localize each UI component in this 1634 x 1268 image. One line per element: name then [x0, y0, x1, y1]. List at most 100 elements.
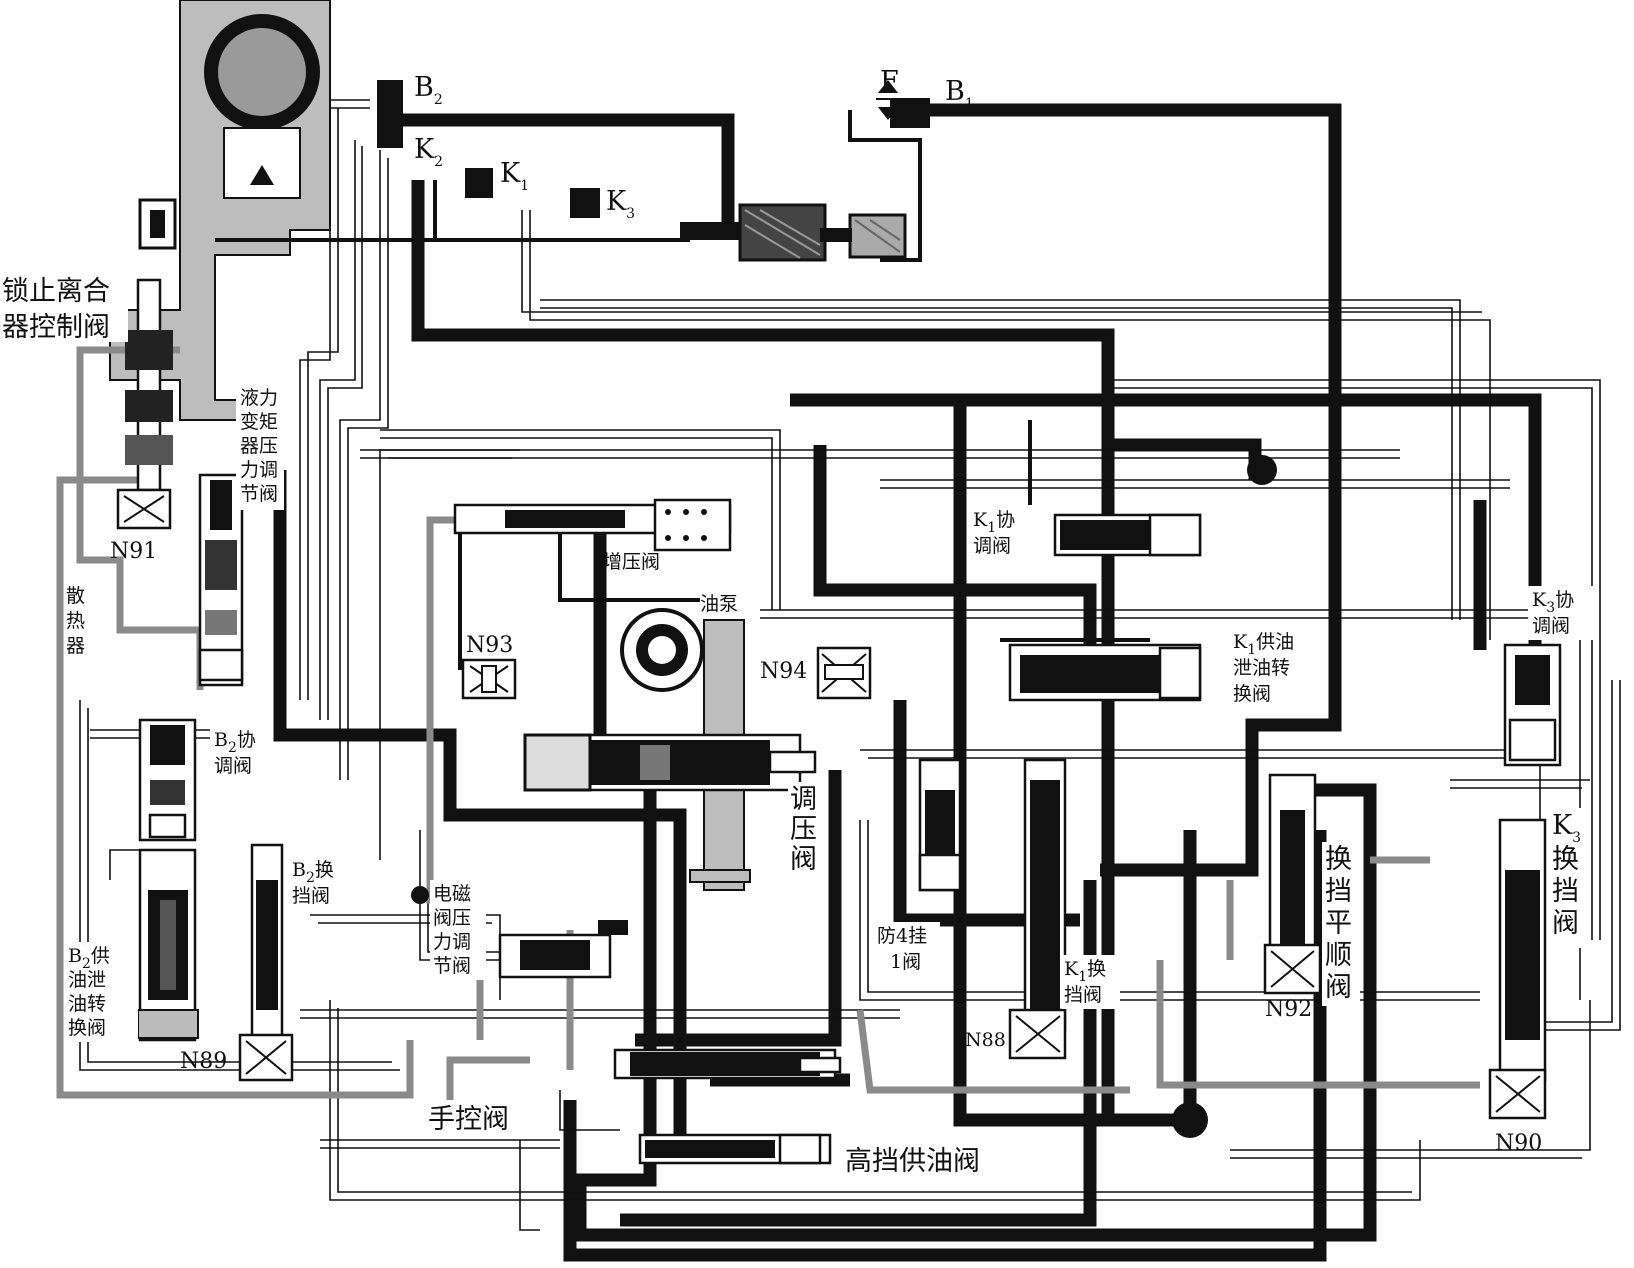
svg-text:B1: B1: [945, 76, 974, 112]
label-solenoid-reg-2: 阀压: [433, 907, 471, 929]
label-n92: N92: [1265, 997, 1312, 1022]
label-regulator-1: 调: [790, 784, 817, 815]
k1-shift-valve: [1008, 758, 1067, 1060]
b2-supply-valve: [137, 848, 199, 1042]
k3-coordination-valve: [1503, 643, 1562, 767]
label-tc-pressure-2: 变矩: [240, 411, 278, 433]
check-ball-icon: [411, 886, 429, 904]
label-k3-shift: K: [1552, 810, 1573, 841]
torque-converter: [109, 0, 331, 421]
svg-text:K1: K1: [500, 158, 529, 194]
label-shift-smooth-2: 挡: [1325, 876, 1352, 907]
k3-shift-valve: [1488, 818, 1547, 1120]
regulator-valve: [523, 733, 817, 792]
label-k1-coord: K: [973, 509, 988, 531]
label-b2-supply: B: [68, 945, 82, 967]
label-lockup-line1: 锁止离合: [2, 276, 110, 307]
label-b2-shift: B: [292, 859, 306, 881]
label-n93: N93: [466, 633, 513, 658]
label-b2-supply-2: 油泄: [68, 969, 106, 991]
label-k3-shift-3: 挡: [1552, 876, 1579, 907]
svg-text:K1供油: K1供油: [1233, 631, 1294, 658]
label-tc-pressure-5: 节阀: [240, 483, 278, 505]
label-b2-supply-4: 换阀: [68, 1017, 106, 1039]
anti-shift-valve: [918, 758, 962, 892]
b2-shift-valve: [238, 843, 294, 1082]
label-n91: N91: [110, 539, 157, 564]
k1-coordination-valve: [1053, 455, 1277, 557]
svg-text:B2供: B2供: [68, 945, 110, 972]
b2-coordination-valve: [138, 718, 197, 842]
label-b2-shift-2: 挡阀: [292, 885, 330, 907]
k1-supply-valve: [1008, 643, 1202, 702]
label-regulator-2: 压: [790, 814, 817, 845]
shift-smoothing-valve: [1263, 773, 1322, 995]
label-regulator-3: 阀: [790, 844, 817, 875]
label-b2-coord-2: 调阀: [214, 755, 252, 777]
label-tc-pressure-4: 力调: [240, 459, 278, 481]
svg-text:B2换: B2换: [292, 859, 334, 886]
manual-valve: [613, 1048, 842, 1080]
label-manual-valve: 手控阀: [428, 1104, 509, 1135]
svg-text:K3协: K3协: [1532, 589, 1574, 616]
label-shift-smooth-5: 阀: [1325, 972, 1352, 1003]
labels: B2 K2 K1 K3 F B1 锁止离合 器控制阀 液力 变矩 器压 力调 节…: [0, 66, 1594, 1178]
label-tc-pressure-1: 液力: [240, 387, 278, 409]
label-b2-supply-3: 油转: [68, 993, 106, 1015]
thin-passages: [79, 99, 1621, 1231]
label-cooler-1: 散: [66, 585, 85, 607]
label-k1: K: [500, 158, 521, 189]
label-n94: N94: [760, 659, 807, 684]
secondary-lines: [215, 110, 1150, 670]
b1-brake: [890, 98, 930, 128]
label-k3: K: [606, 186, 627, 217]
label-n89: N89: [180, 1049, 227, 1074]
clutch-elements: [377, 80, 930, 262]
svg-text:K3: K3: [1552, 810, 1581, 846]
label-n88: N88: [965, 1029, 1006, 1051]
label-f: F: [880, 66, 899, 97]
label-k1-supply-2: 泄油转: [1233, 657, 1290, 679]
svg-text:B2协: B2协: [214, 729, 256, 756]
svg-text:B2: B2: [414, 72, 443, 108]
label-cooler-3: 器: [66, 635, 85, 657]
label-b2: B: [414, 72, 434, 103]
k1-clutch: [465, 168, 493, 198]
label-k1-supply-3: 换阀: [1233, 683, 1271, 705]
svg-text:K2: K2: [414, 134, 443, 170]
label-high-gear-valve: 高挡供油阀: [845, 1146, 980, 1177]
b2-brake: [377, 80, 403, 148]
svg-text:K1换: K1换: [1064, 958, 1106, 985]
k3-clutch: [570, 188, 600, 218]
label-boost-valve: 增压阀: [603, 551, 660, 573]
label-k1-shift-2: 挡阀: [1064, 984, 1102, 1006]
tc-pressure-valve: [198, 473, 244, 687]
label-anti-shift-2: 1阀: [890, 951, 921, 973]
label-cooler-2: 热: [66, 610, 85, 632]
label-shift-smooth-3: 平: [1325, 908, 1352, 939]
label-k3-shift-2: 换: [1552, 844, 1579, 875]
label-k1-coord-2: 调阀: [973, 535, 1011, 557]
label-k3-shift-4: 阀: [1552, 908, 1579, 939]
svg-text:K1协: K1协: [973, 509, 1015, 536]
label-k1-shift: K: [1064, 958, 1079, 980]
label-shift-smooth-4: 顺: [1325, 940, 1352, 971]
label-k3-coord: K: [1532, 589, 1547, 611]
freewheel-f-arrow-icon: [878, 80, 898, 93]
label-k1-supply: K: [1233, 631, 1248, 653]
high-gear-supply-valve: [638, 1133, 832, 1165]
label-solenoid-reg-4: 节阀: [433, 955, 471, 977]
label-b2-coord: B: [214, 729, 228, 751]
label-k2: K: [414, 134, 435, 165]
label-lockup-line2: 器控制阀: [2, 312, 110, 343]
accumulator-icon: [1247, 455, 1277, 485]
turbine-arrow-icon: [250, 165, 274, 185]
n93-solenoid: [461, 658, 517, 700]
label-shift-smooth-1: 换: [1325, 844, 1352, 875]
accumulator-ball-icon: [1172, 1102, 1208, 1138]
label-k3-coord-2: 调阀: [1532, 615, 1570, 637]
label-solenoid-reg-3: 力调: [433, 931, 471, 953]
label-tc-pressure-3: 器压: [240, 435, 278, 457]
